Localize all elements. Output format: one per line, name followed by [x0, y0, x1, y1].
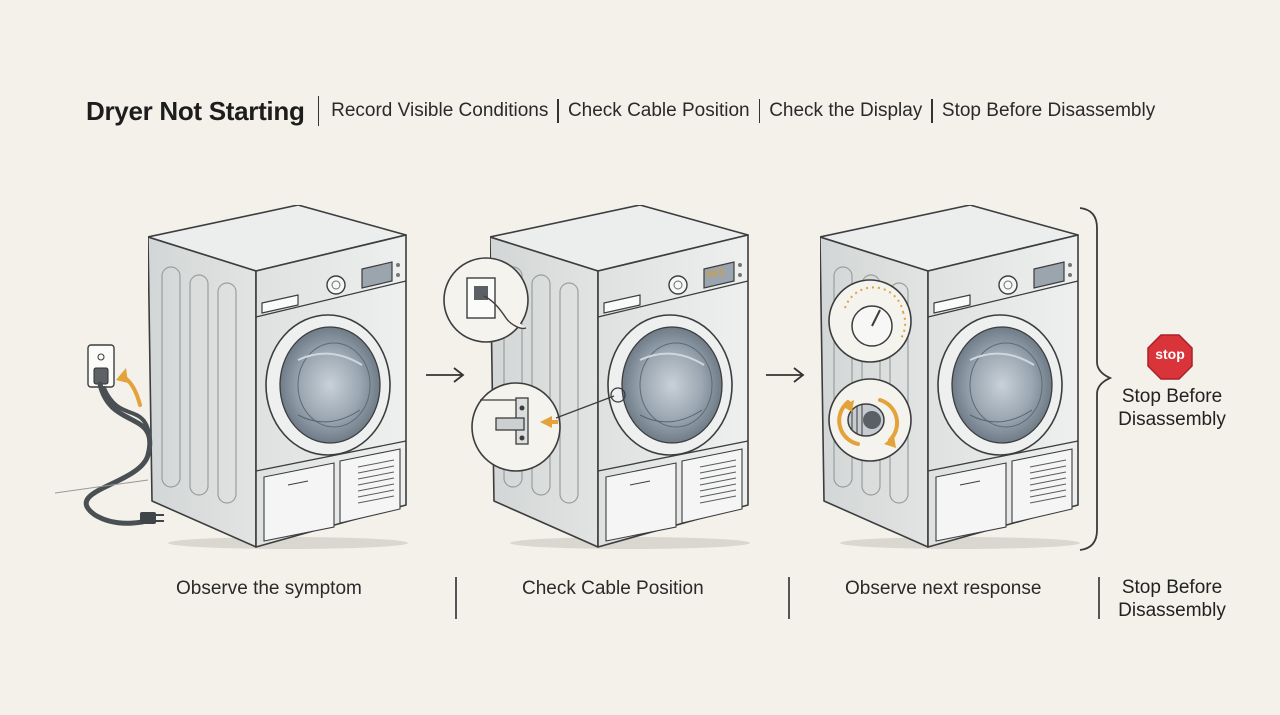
latch-zoom-callout [471, 382, 561, 472]
caption-divider [1098, 577, 1100, 619]
stop-sign-icon [1147, 334, 1193, 380]
display-readout: h01 [705, 266, 725, 281]
dryer-panel-1 [148, 205, 408, 550]
header-divider [758, 99, 761, 123]
caption-divider [455, 577, 457, 619]
dial-zoom-callout [828, 279, 912, 363]
group-bracket [1079, 207, 1113, 551]
socket-zoom-callout [443, 257, 529, 343]
caption-stop: Stop Before Disassembly [1108, 576, 1236, 622]
header-step-display: Check the Display [769, 100, 923, 121]
header-bar: Dryer Not Starting Record Visible Condit… [86, 94, 1155, 128]
caption-stop-line: Disassembly [1118, 600, 1226, 621]
header-divider [931, 99, 933, 123]
caption-check-cable: Check Cable Position [522, 578, 704, 599]
caption-divider [788, 577, 790, 619]
dryer-panel-2 [490, 205, 750, 550]
caption-stop-line: Stop Before [1121, 577, 1223, 598]
stop-label: Stop Before Disassembly [1108, 385, 1236, 431]
page-title: Dryer Not Starting [86, 95, 305, 126]
dryer-panel-3 [820, 205, 1080, 550]
header-step-cable: Check Cable Position [567, 100, 750, 121]
header-divider [557, 99, 559, 123]
rotation-zoom-callout [828, 378, 912, 462]
caption-observe-symptom: Observe the symptom [176, 578, 362, 599]
power-cord [83, 381, 153, 526]
wall-outlet-icon [87, 344, 115, 388]
stop-sign-text: stop [1155, 346, 1185, 362]
stop-label-line: Disassembly [1118, 409, 1226, 430]
header-step-stop: Stop Before Disassembly [941, 100, 1156, 121]
flow-arrow-icon [426, 367, 465, 383]
flow-arrow-icon [766, 367, 805, 383]
plug-icon [140, 512, 156, 524]
header-step-record: Record Visible Conditions [331, 100, 549, 121]
stop-label-line: Stop Before [1121, 386, 1223, 407]
header-divider [317, 96, 320, 126]
caption-observe-response: Observe next response [845, 578, 1042, 599]
